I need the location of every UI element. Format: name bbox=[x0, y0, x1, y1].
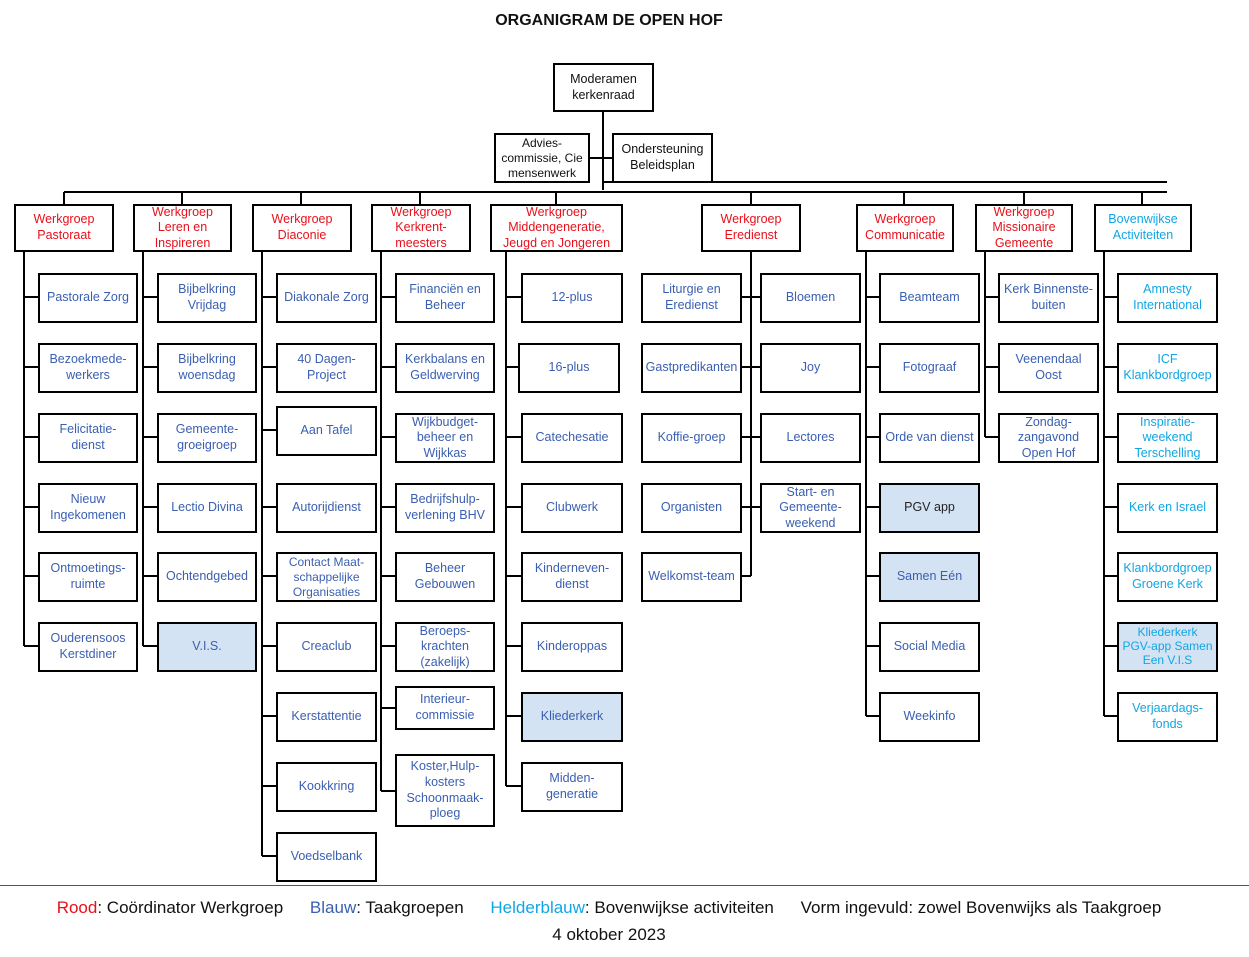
item-kookkring: Kookkring bbox=[276, 762, 377, 812]
item-financien: Financiën en Beheer bbox=[395, 273, 495, 323]
item-koster: Koster,Hulp-kosters Schoonmaak-ploeg bbox=[395, 754, 495, 827]
footer-divider bbox=[0, 885, 1249, 886]
item-clubwerk: Clubwerk bbox=[521, 483, 623, 533]
item-pastorale-zorg: Pastorale Zorg bbox=[38, 273, 138, 323]
item-welkomstteam: Welkomst-team bbox=[641, 552, 742, 602]
item-kerk-en-israel: Kerk en Israel bbox=[1117, 483, 1218, 533]
head-middengeneratie: Werkgroep Middengeneratie, Jeugd en Jong… bbox=[490, 204, 623, 252]
item-joy: Joy bbox=[760, 343, 861, 393]
item-autorijdienst: Autorijdienst bbox=[276, 483, 377, 533]
item-beamteam: Beamteam bbox=[879, 273, 980, 323]
item-start-gemeenteweekend: Start- en Gemeente-weekend bbox=[760, 483, 861, 533]
head-diaconie: Werkgroep Diaconie bbox=[252, 204, 352, 252]
item-lectores: Lectores bbox=[760, 413, 861, 463]
item-liturgie: Liturgie en Eredienst bbox=[641, 273, 742, 323]
item-felicitatiedienst: Felicitatie-dienst bbox=[38, 413, 138, 463]
legend-light-text: : Bovenwijkse activiteiten bbox=[584, 898, 774, 917]
item-wijkbudget: Wijkbudget-beheer en Wijkkas bbox=[395, 413, 495, 463]
item-diakonale-zorg: Diakonale Zorg bbox=[276, 273, 377, 323]
item-middengeneratie: Midden-generatie bbox=[521, 762, 623, 812]
legend-red-word: Rood bbox=[56, 898, 98, 917]
item-weekinfo: Weekinfo bbox=[879, 692, 980, 742]
item-fotograaf: Fotograaf bbox=[879, 343, 980, 393]
item-social-media: Social Media bbox=[879, 622, 980, 672]
item-pgv-app: PGV app bbox=[879, 483, 980, 533]
head-missionaire: Werkgroep Missionaire Gemeente bbox=[975, 204, 1073, 252]
legend-light-word: Helderblauw bbox=[490, 898, 585, 917]
item-voedselbank: Voedselbank bbox=[276, 832, 377, 882]
legend-red-text: : Coördinator Werkgroep bbox=[97, 898, 284, 917]
item-vis: V.I.S. bbox=[157, 622, 257, 672]
item-bhv: Bedrijfshulp-verlening BHV bbox=[395, 483, 495, 533]
ondersteuning-box: Ondersteuning Beleidsplan bbox=[612, 133, 713, 183]
legend-blue-word: Blauw bbox=[309, 898, 357, 917]
item-bloemen: Bloemen bbox=[760, 273, 861, 323]
item-kliederkerk-pgv-vis: Kliederkerk PGV-app Samen Een V.I.S bbox=[1117, 622, 1218, 672]
item-nieuw-ingekomenen: Nieuw Ingekomenen bbox=[38, 483, 138, 533]
page-title: ORGANIGRAM DE OPEN HOF bbox=[495, 12, 723, 29]
item-lectio-divina: Lectio Divina bbox=[157, 483, 257, 533]
item-organisten: Organisten bbox=[641, 483, 742, 533]
item-creaclub: Creaclub bbox=[276, 622, 377, 672]
item-kerk-binnenstebuiten: Kerk Binnenste-buiten bbox=[998, 273, 1099, 323]
head-bovenwijks: Bovenwijkse Activiteiten bbox=[1094, 204, 1192, 252]
head-kerkrentmeesters: Werkgroep Kerkrent-meesters bbox=[371, 204, 471, 252]
item-samen-een: Samen Eén bbox=[879, 552, 980, 602]
legend-blue-text: : Taakgroepen bbox=[356, 898, 464, 917]
item-beheer-gebouwen: Beheer Gebouwen bbox=[395, 552, 495, 602]
item-40-dagen-project: 40 Dagen-Project bbox=[276, 343, 377, 393]
head-pastoraat: Werkgroep Pastoraat bbox=[14, 204, 114, 252]
moderamen-box: Moderamen kerkenraad bbox=[553, 63, 654, 112]
item-groene-kerk: Klankbordgroep Groene Kerk bbox=[1117, 552, 1218, 602]
item-zondagzangavond: Zondag-zangavond Open Hof bbox=[998, 413, 1099, 463]
item-beroepskrachten: Beroeps-krachten (zakelijk) bbox=[395, 622, 495, 672]
item-kerstattentie: Kerstattentie bbox=[276, 692, 377, 742]
head-leren: Werkgroep Leren en Inspireren bbox=[133, 204, 232, 252]
item-gastpredikanten: Gastpredikanten bbox=[641, 343, 742, 393]
item-ouderensoos: Ouderensoos Kerstdiner bbox=[38, 622, 138, 672]
legend: Rood: Coördinator Werkgroep Blauw: Taakg… bbox=[0, 898, 1218, 918]
item-ochtendgebed: Ochtendgebed bbox=[157, 552, 257, 602]
item-aan-tafel: Aan Tafel bbox=[276, 406, 377, 456]
item-bijbelkring-woensdag: Bijbelkring woensdag bbox=[157, 343, 257, 393]
item-kindernevendienst: Kinderneven-dienst bbox=[521, 552, 623, 602]
item-bijbelkring-vrijdag: Bijbelkring Vrijdag bbox=[157, 273, 257, 323]
item-kliederkerk: Kliederkerk bbox=[521, 692, 623, 742]
item-12-plus: 12-plus bbox=[521, 273, 623, 323]
item-icf: ICF Klankbordgroep bbox=[1117, 343, 1218, 393]
item-catechesatie: Catechesatie bbox=[521, 413, 623, 463]
head-eredienst: Werkgroep Eredienst bbox=[701, 204, 801, 252]
connector-lines bbox=[23, 111, 1167, 857]
item-koffiegroep: Koffie-groep bbox=[641, 413, 742, 463]
item-ontmoetingsruimte: Ontmoetings-ruimte bbox=[38, 552, 138, 602]
item-amnesty: Amnesty International bbox=[1117, 273, 1218, 323]
advies-box: Advies-commissie, Cie mensenwerk bbox=[494, 133, 590, 183]
item-kinderoppas: Kinderoppas bbox=[521, 622, 623, 672]
item-interieurcommissie: Interieur-commissie bbox=[395, 686, 495, 730]
legend-filled-text: Vorm ingevuld: zowel Bovenwijks als Taak… bbox=[800, 898, 1162, 917]
item-veenendaal-oost: Veenendaal Oost bbox=[998, 343, 1099, 393]
head-communicatie: Werkgroep Communicatie bbox=[856, 204, 954, 252]
item-orde-van-dienst: Orde van dienst bbox=[879, 413, 980, 463]
item-verjaardagsfonds: Verjaardags-fonds bbox=[1117, 692, 1218, 742]
item-inspiratieweekend: Inspiratie-weekend Terschelling bbox=[1117, 413, 1218, 463]
item-gemeentegroeigroep: Gemeente-groeigroep bbox=[157, 413, 257, 463]
item-kerkbalans: Kerkbalans en Geldwerving bbox=[395, 343, 495, 393]
item-bezoekmedewerkers: Bezoekmede-werkers bbox=[38, 343, 138, 393]
item-contact-maatschappelijke: Contact Maat-schappelijke Organisaties bbox=[276, 552, 377, 602]
item-16-plus: 16-plus bbox=[518, 343, 620, 393]
date: 4 oktober 2023 bbox=[552, 925, 666, 944]
